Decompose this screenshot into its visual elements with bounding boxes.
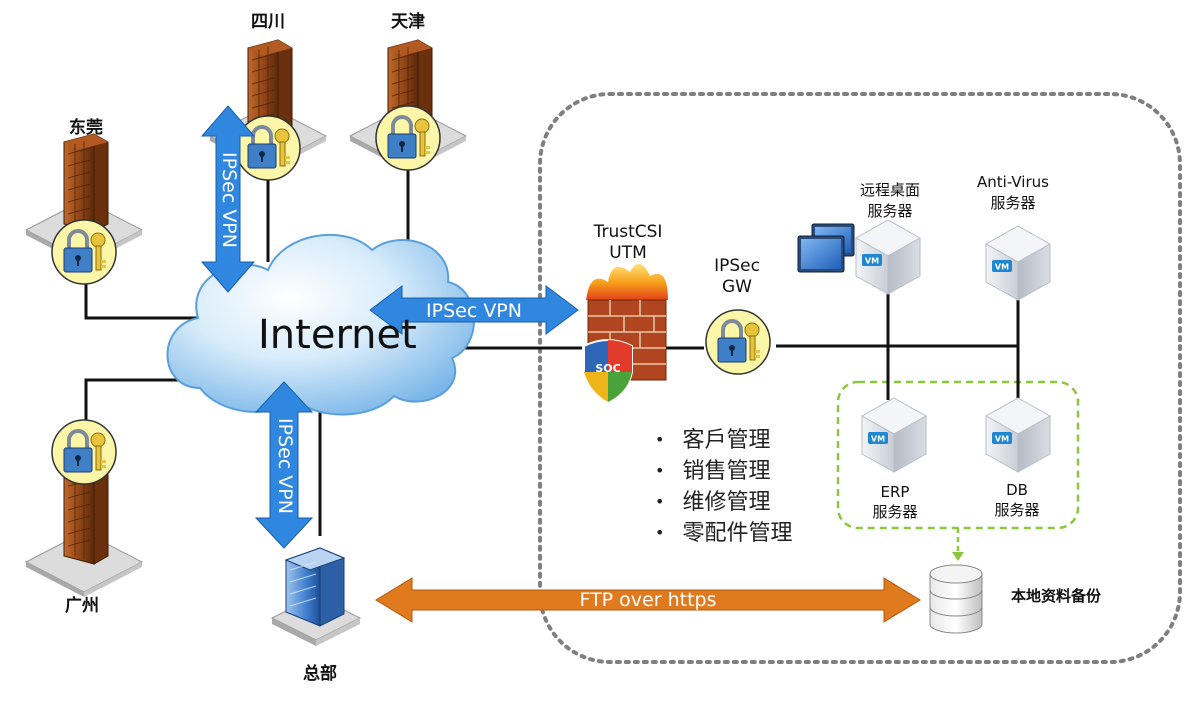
application-list: 客戶管理 销售管理 维修管理 零配件管理 (655, 426, 792, 550)
remote-desktop-label-line2: 服务器 (867, 202, 913, 220)
hq-vpn-label: IPSec VPN (274, 418, 296, 514)
sichuan-vpn-arrow (200, 105, 256, 293)
utm-label-line2: UTM (609, 243, 647, 263)
list-item: 销售管理 (655, 457, 792, 488)
erp-server-icon (861, 397, 927, 473)
hq-building-icon (270, 547, 362, 646)
list-item: 维修管理 (655, 488, 792, 519)
tianjin-label: 天津 (391, 12, 425, 32)
gateway-label-line2: GW (722, 277, 752, 297)
ftp-label: FTP over https (579, 589, 717, 611)
vpn-arrows (200, 105, 579, 549)
utm-vpn-arrow (369, 285, 579, 335)
utm-vpn-label: IPSec VPN (426, 300, 522, 322)
utm-label-line1: TrustCSI (593, 222, 663, 242)
internet-cloud-icon (166, 233, 475, 416)
hq-vpn-arrow (254, 381, 314, 549)
internet-label: Internet (258, 312, 417, 358)
guangzhou-lock-icon (50, 418, 118, 486)
utm-firewall-icon (583, 263, 668, 404)
db-label-line2: 服务器 (994, 501, 1040, 519)
backup-label: 本地资料备份 (1010, 587, 1101, 605)
db-server-icon (985, 397, 1051, 473)
antivirus-server-icon (985, 225, 1051, 301)
dongguan-lock-icon (50, 218, 118, 286)
antivirus-label-line2: 服务器 (990, 194, 1036, 212)
dongguan-label: 东莞 (69, 118, 103, 138)
ftp-arrow (375, 577, 921, 623)
list-item: 客戶管理 (655, 426, 792, 457)
erp-label-line2: 服务器 (872, 503, 918, 521)
guangzhou-label: 广州 (65, 596, 99, 616)
tianjin-lock-icon (374, 104, 442, 172)
remote-desktop-label-line1: 远程桌面 (859, 181, 920, 199)
gateway-label-line1: IPSec (714, 256, 760, 276)
db-label-line1: DB (1006, 481, 1028, 499)
network-links (84, 170, 1020, 536)
soc-badge-label: SOC (595, 362, 621, 375)
sichuan-vpn-label: IPSec VPN (218, 152, 240, 248)
backup-database-icon (929, 564, 983, 634)
antivirus-label-line1: Anti-Virus (977, 173, 1049, 191)
remote-desktop-server-icon (855, 219, 921, 295)
erp-label-line1: ERP (880, 483, 910, 501)
datacenter-boundary (538, 92, 1182, 664)
guangzhou-building-icon (25, 465, 143, 598)
sichuan-label: 四川 (251, 12, 285, 32)
hq-label: 总部 (303, 664, 337, 684)
remote-desktop-monitor-icon (797, 223, 855, 273)
list-item: 零配件管理 (655, 519, 792, 550)
gateway-lock-icon (704, 308, 772, 376)
